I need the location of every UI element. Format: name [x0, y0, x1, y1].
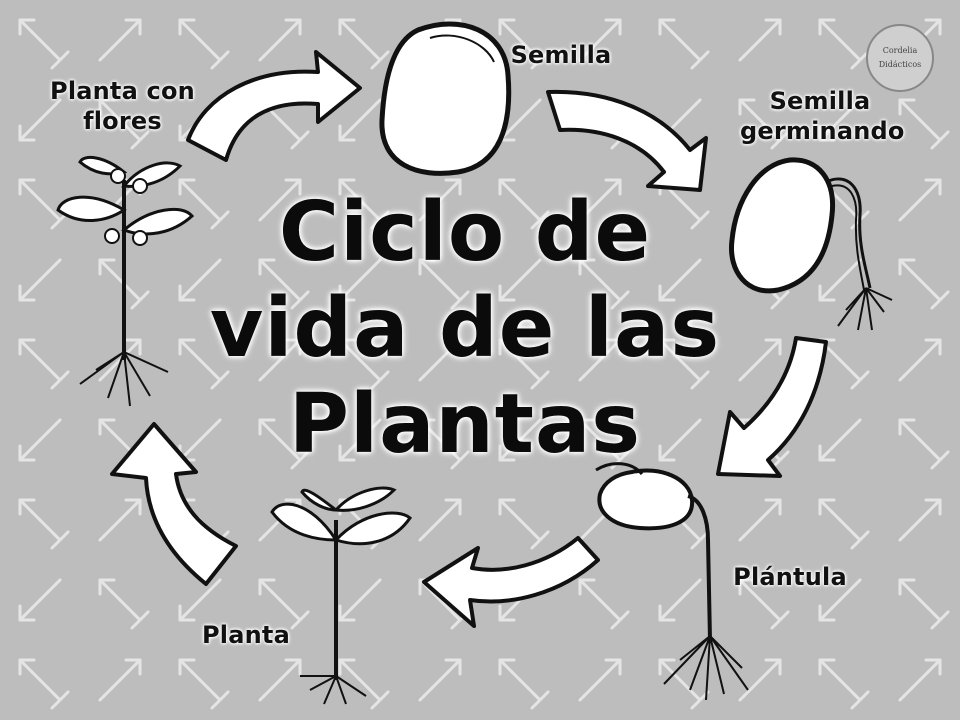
germinating-seed-icon: [729, 157, 893, 331]
label-germinating-seed: Semilla germinando: [740, 87, 905, 145]
title-line-2: vida de las: [209, 281, 721, 376]
logo-text-2: Didácticos: [878, 60, 922, 69]
diagram-title: Ciclo de vida de las Plantas: [195, 185, 735, 473]
label-seedling: Plántula: [733, 563, 847, 591]
cycle-arrow-1: [186, 50, 362, 162]
label-plant: Planta: [202, 621, 290, 649]
young-plant-icon: [270, 486, 413, 705]
seedling-icon: [595, 462, 749, 701]
cycle-arrow-4: [422, 536, 600, 628]
seed-icon: [379, 21, 512, 176]
logo: Cordelia Didácticos: [866, 24, 934, 92]
title-line-1: Ciclo de: [278, 185, 652, 280]
cycle-arrow-2: [546, 89, 708, 192]
title-line-3: Plantas: [288, 377, 642, 472]
cycle-arrow-3: [716, 336, 828, 478]
cycle-arrow-5: [110, 422, 238, 586]
label-flowering-plant: Planta con flores: [50, 77, 195, 135]
logo-text-1: Cordelia: [882, 46, 918, 55]
label-seed: Semilla: [510, 41, 612, 69]
flowering-plant-icon: [56, 155, 195, 407]
